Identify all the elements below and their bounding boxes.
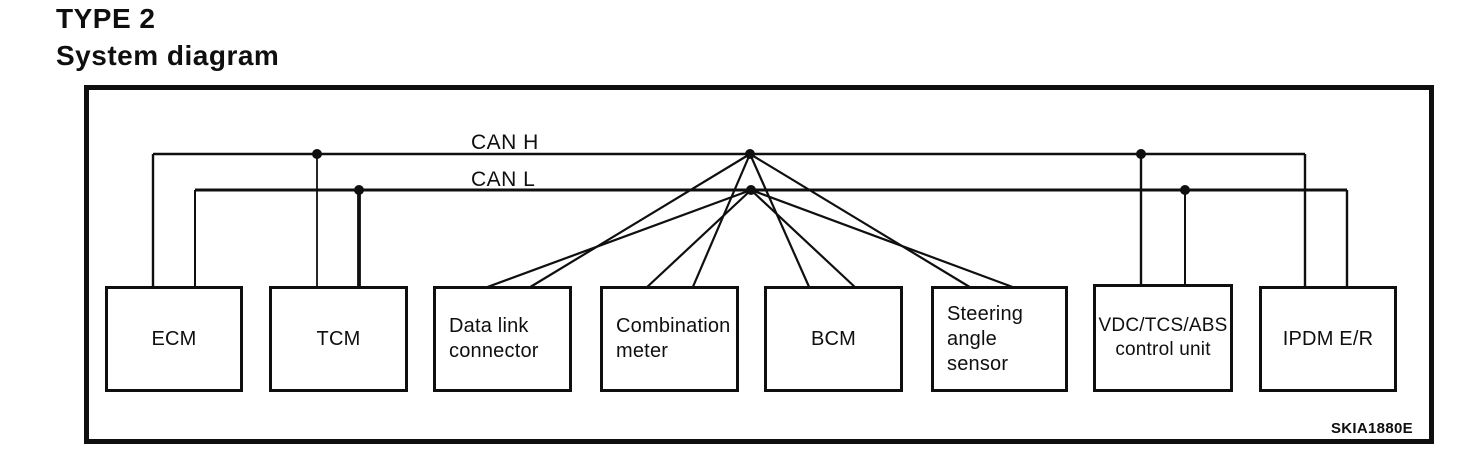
fan-line-can-l-fan-0 (481, 188, 752, 291)
node-box-combination-meter: Combination meter (600, 286, 739, 392)
node-label-line: BCM (810, 327, 857, 350)
node-label-line: angle (947, 327, 997, 350)
fan-line-can-h-fan-1 (690, 153, 752, 290)
node-box-bcm: BCM (764, 286, 903, 392)
junction-dot-can-l-fan (746, 185, 756, 195)
junction-dot-can-h-vdc (1136, 149, 1146, 159)
junction-dot-can-l-vdc (1180, 185, 1190, 195)
junction-dot-can-h-fan (745, 149, 755, 159)
node-label-line: connector (449, 340, 539, 362)
fan-line-can-h-fan-3 (749, 153, 974, 290)
fan-line-can-h-fan-0 (526, 153, 751, 290)
junction-dot-can-h-tcm (312, 149, 322, 159)
node-box-data-link-connector: Data link connector (433, 286, 572, 392)
figure-code: SKIA1880E (1331, 420, 1413, 437)
fan-line-can-l-fan-2 (750, 189, 858, 290)
node-box-vdc-tcs-abs-control-unit: VDC/TCS/ABS control unit (1093, 284, 1233, 392)
can-l-label: CAN L (471, 168, 536, 191)
fan-line-can-l-fan-1 (644, 189, 752, 290)
node-label-line: Data link (449, 315, 529, 337)
node-label-line: Combination (616, 315, 731, 337)
node-label-line: sensor (947, 352, 1009, 375)
node-box-ecm: ECM (105, 286, 243, 392)
page-title-subtitle: System diagram (56, 40, 280, 71)
fan-line-can-l-fan-3 (750, 188, 1019, 291)
node-box-tcm: TCM (269, 286, 408, 392)
node-label-line: IPDM E/R (1282, 327, 1374, 350)
node-label-line: VDC/TCS/ABS (1098, 315, 1228, 336)
node-label-line: TCM (316, 327, 361, 350)
node-label-line: meter (616, 340, 669, 362)
node-label-line: Steering (947, 302, 1024, 325)
can-h-label: CAN H (471, 131, 539, 154)
page-title-type: TYPE 2 (56, 3, 156, 34)
node-box-ipdm-er: IPDM E/R (1259, 286, 1397, 392)
junction-dot-can-l-tcm (354, 185, 364, 195)
node-label-line: ECM (151, 327, 197, 350)
fan-line-can-h-fan-2 (748, 153, 812, 290)
node-label-line: control unit (1115, 339, 1211, 360)
